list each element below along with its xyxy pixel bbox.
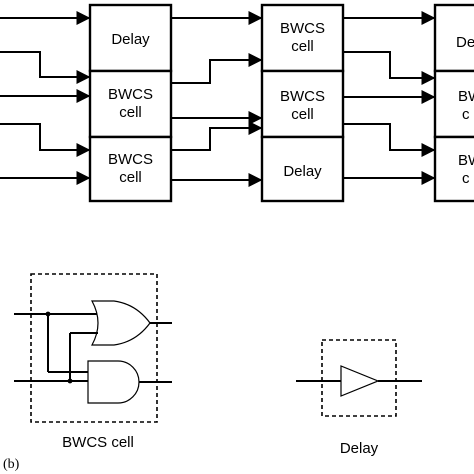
col1-cell-a-line2: cell [119,104,142,121]
col2-bwcs-cell-b: BWCS cell [260,69,345,139]
delay-caption: Delay [340,440,379,457]
col2-delay-box: Delay [260,135,345,203]
bwcs-cell-dashed-outline [30,273,158,423]
col1-col2-wires [171,11,263,187]
junction-dot [45,311,51,317]
col3-delay-box: De [433,3,474,73]
or-gate-symbol [90,300,151,346]
col3-mid-line1: BW [458,88,474,105]
col3-bot-line1: BW [458,152,474,169]
col2-delay-label: Delay [283,163,322,180]
and-gate-symbol [87,360,140,404]
col1-cell-b-line2: cell [119,169,142,186]
col3-bwcs-cell-a: BW c [433,69,474,139]
bwcs-cell-caption: BWCS cell [62,434,134,451]
col2-cell-a-line1: BWCS [280,20,325,37]
col2-bwcs-cell-a: BWCS cell [260,3,345,73]
col3-mid-line2: c [462,106,470,123]
col1-cell-a-line1: BWCS [108,86,153,103]
col2-cell-b-line1: BWCS [280,88,325,105]
col1-bwcs-cell-b: BWCS cell [88,135,173,203]
col1-delay-box: Delay [88,3,173,73]
col2-cell-a-line2: cell [291,38,314,55]
input-wires [0,11,91,185]
delay-dashed-outline [321,339,397,417]
col3-bwcs-cell-b: BW c [433,135,474,203]
col1-bwcs-cell-a: BWCS cell [88,69,173,139]
col2-col3-wires [343,11,436,185]
buffer-triangle-symbol [340,365,380,397]
col3-top-label: De [456,34,474,51]
delay-schematic [296,339,422,417]
col1-delay-label: Delay [111,31,150,48]
junction-dot [67,378,73,384]
subfigure-label: (b) [3,457,20,472]
col2-cell-b-line2: cell [291,106,314,123]
col1-cell-b-line1: BWCS [108,151,153,168]
col3-bot-line2: c [462,170,470,187]
bwcs-cell-schematic [14,273,172,423]
